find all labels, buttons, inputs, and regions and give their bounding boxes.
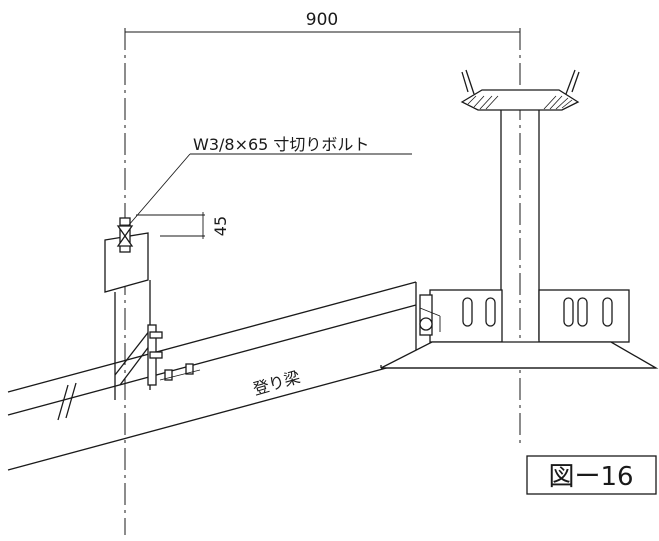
bolt-callout-leader — [127, 153, 412, 227]
dimension-900-text: 900 — [306, 10, 338, 30]
slotted-holes — [462, 297, 613, 327]
dimension-45-text: 45 — [211, 216, 230, 236]
bolt-callout-text: W3/8×65 寸切りボルト — [193, 135, 369, 154]
figure-label-box: 図ー16 — [526, 455, 657, 495]
dimension-45 — [136, 212, 205, 239]
left-post — [104, 217, 201, 400]
bolt-group-left — [149, 331, 201, 381]
rafter-beam — [7, 281, 417, 471]
right-column — [380, 69, 659, 369]
cap-hatch — [467, 95, 573, 110]
beam-label: 登り梁 — [251, 367, 302, 398]
dimension-900: 900 — [125, 10, 520, 33]
figure-label-text: 図ー16 — [548, 462, 633, 492]
